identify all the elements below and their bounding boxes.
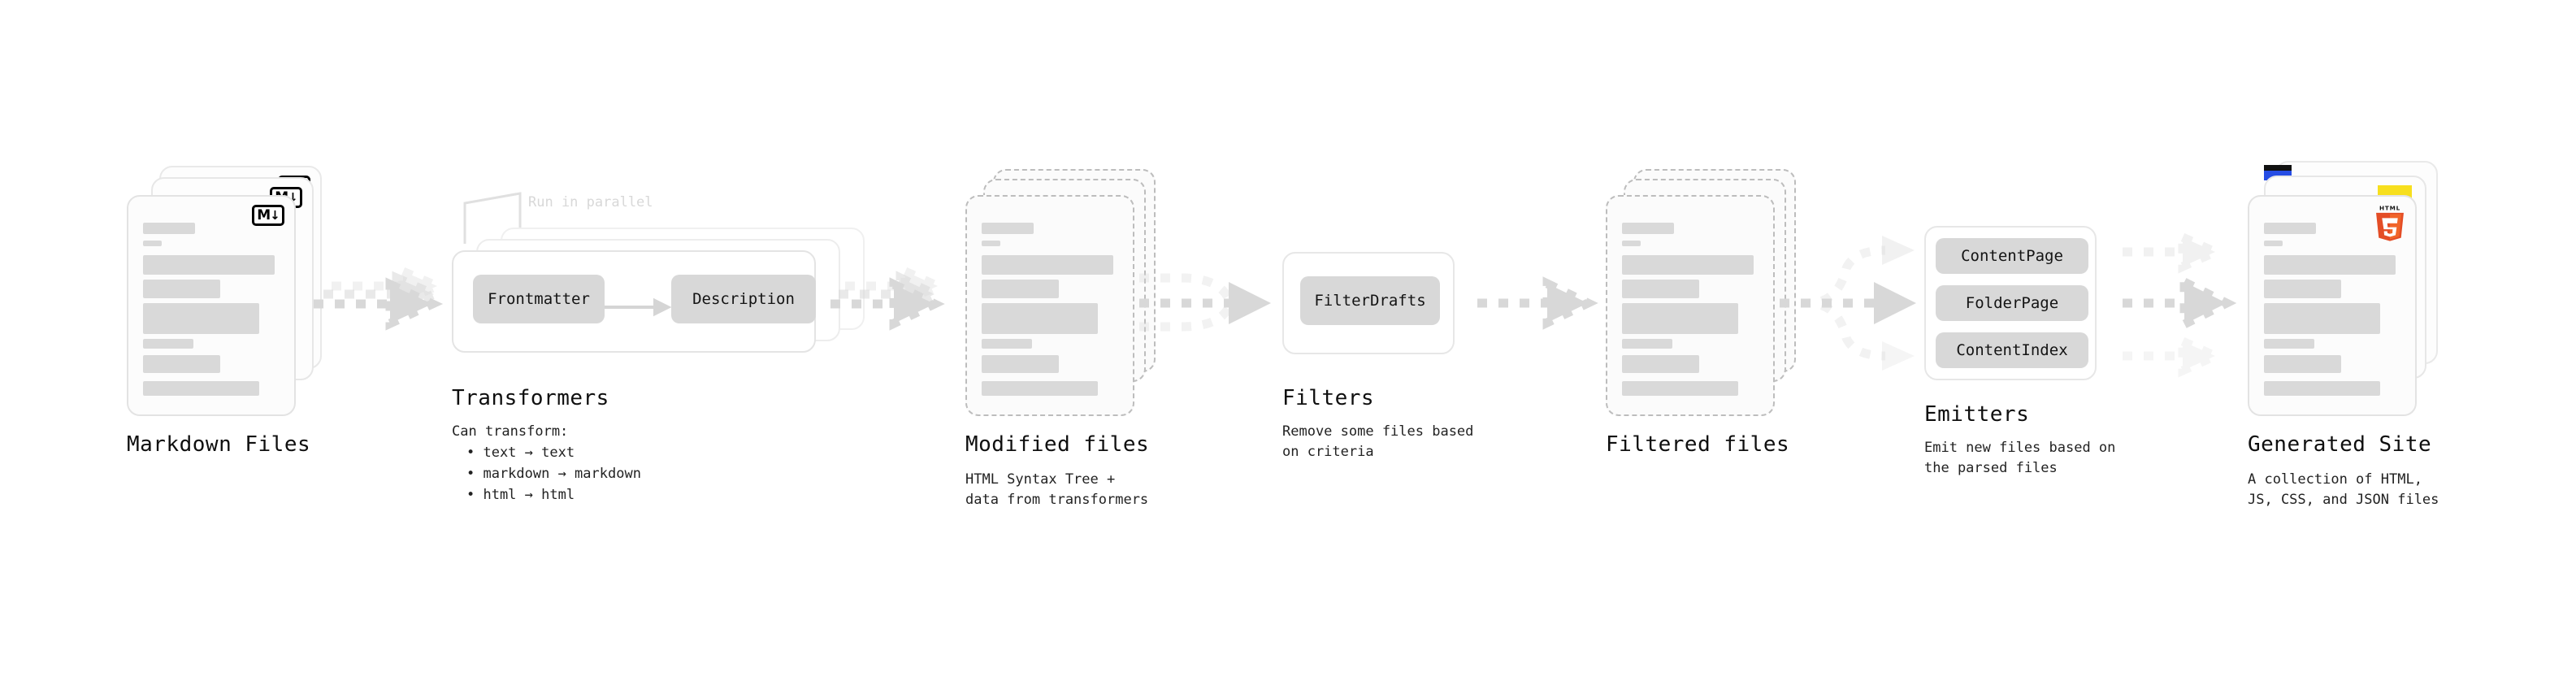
skeleton-bar [982, 241, 1000, 246]
transformers-caption-item-2: • markdown → markdown [466, 466, 641, 482]
skeleton-bar [143, 255, 275, 275]
skeleton-bar [143, 223, 195, 234]
modified-files-caption-1: HTML Syntax Tree + [965, 471, 1116, 488]
modified-file-card [965, 195, 1134, 416]
skeleton-bar [982, 255, 1113, 275]
emitters-caption-1: Emit new files based on [1924, 440, 2116, 456]
stage-title-modified-files: Modified files [965, 432, 1150, 457]
skeleton-bar [143, 241, 162, 246]
emitter-chip-folderpage[interactable]: FolderPage [1936, 285, 2088, 321]
skeleton-bar [143, 280, 220, 298]
transformers-caption-item-1: • text → text [466, 445, 575, 461]
generated-file-card: HTML [2248, 195, 2417, 416]
markdown-file-card: M↓ [127, 195, 296, 416]
skeleton-bar [143, 303, 259, 334]
skeleton-bar [2264, 223, 2316, 234]
skeleton-bar [1622, 303, 1738, 334]
skeleton-bar [1622, 280, 1699, 298]
skeleton-bar [2264, 381, 2380, 396]
skeleton-bar [2264, 303, 2380, 334]
stage-title-filters: Filters [1282, 386, 1375, 410]
transformer-chip-description[interactable]: Description [671, 275, 816, 323]
emitter-chip-contentindex[interactable]: ContentIndex [1936, 332, 2088, 368]
skeleton-bar [2264, 280, 2341, 298]
generated-site-caption-1: A collection of HTML, [2248, 471, 2422, 488]
skeleton-bar [982, 339, 1032, 349]
skeleton-bar [143, 339, 193, 349]
md-badge-letter: M [257, 206, 271, 223]
skeleton-bar [982, 381, 1098, 396]
filters-caption-2: on criteria [1282, 444, 1374, 460]
stage-title-generated-site: Generated Site [2248, 432, 2432, 457]
emitters-caption-2: the parsed files [1924, 460, 2058, 476]
skeleton-bar [1622, 223, 1674, 234]
skeleton-bar [2264, 339, 2314, 349]
skeleton-bar [982, 280, 1059, 298]
html5-icon: HTML [2373, 203, 2407, 242]
emitters-panel: ContentPage FolderPage ContentIndex [1924, 226, 2097, 380]
skeleton-bar [1622, 255, 1754, 275]
stage-title-markdown-files: Markdown Files [127, 432, 311, 457]
transformer-chip-frontmatter[interactable]: Frontmatter [473, 275, 605, 323]
skeleton-bar [143, 355, 220, 373]
run-in-parallel-label: Run in parallel [528, 194, 653, 210]
skeleton-bar [1622, 241, 1641, 246]
stage-title-filtered-files: Filtered files [1606, 432, 1790, 457]
modified-files-caption-2: data from transformers [965, 492, 1149, 508]
skeleton-bar [1622, 339, 1672, 349]
filters-caption-1: Remove some files based [1282, 423, 1474, 440]
filter-chip-filterdrafts[interactable]: FilterDrafts [1300, 276, 1440, 325]
skeleton-bar [2264, 255, 2396, 275]
transformers-caption-head: Can transform: [452, 423, 569, 440]
generated-site-caption-2: JS, CSS, and JSON files [2248, 492, 2439, 508]
transformer-panel: Frontmatter Description [452, 250, 816, 353]
skeleton-bar [982, 355, 1059, 373]
transformers-caption-item-3: • html → html [466, 487, 575, 503]
skeleton-bar [143, 381, 259, 396]
skeleton-bar [982, 303, 1098, 334]
svg-text:HTML: HTML [2379, 205, 2400, 212]
emitter-chip-contentpage[interactable]: ContentPage [1936, 238, 2088, 274]
skeleton-bar [2264, 355, 2341, 373]
skeleton-bar [982, 223, 1034, 234]
stage-title-emitters: Emitters [1924, 402, 2030, 427]
filters-panel: FilterDrafts [1282, 252, 1455, 354]
skeleton-bar [1622, 381, 1738, 396]
markdown-icon: M↓ [252, 205, 284, 226]
skeleton-bar [1622, 355, 1699, 373]
stage-title-transformers: Transformers [452, 386, 609, 410]
skeleton-bar [2264, 241, 2283, 246]
filtered-file-card [1606, 195, 1775, 416]
